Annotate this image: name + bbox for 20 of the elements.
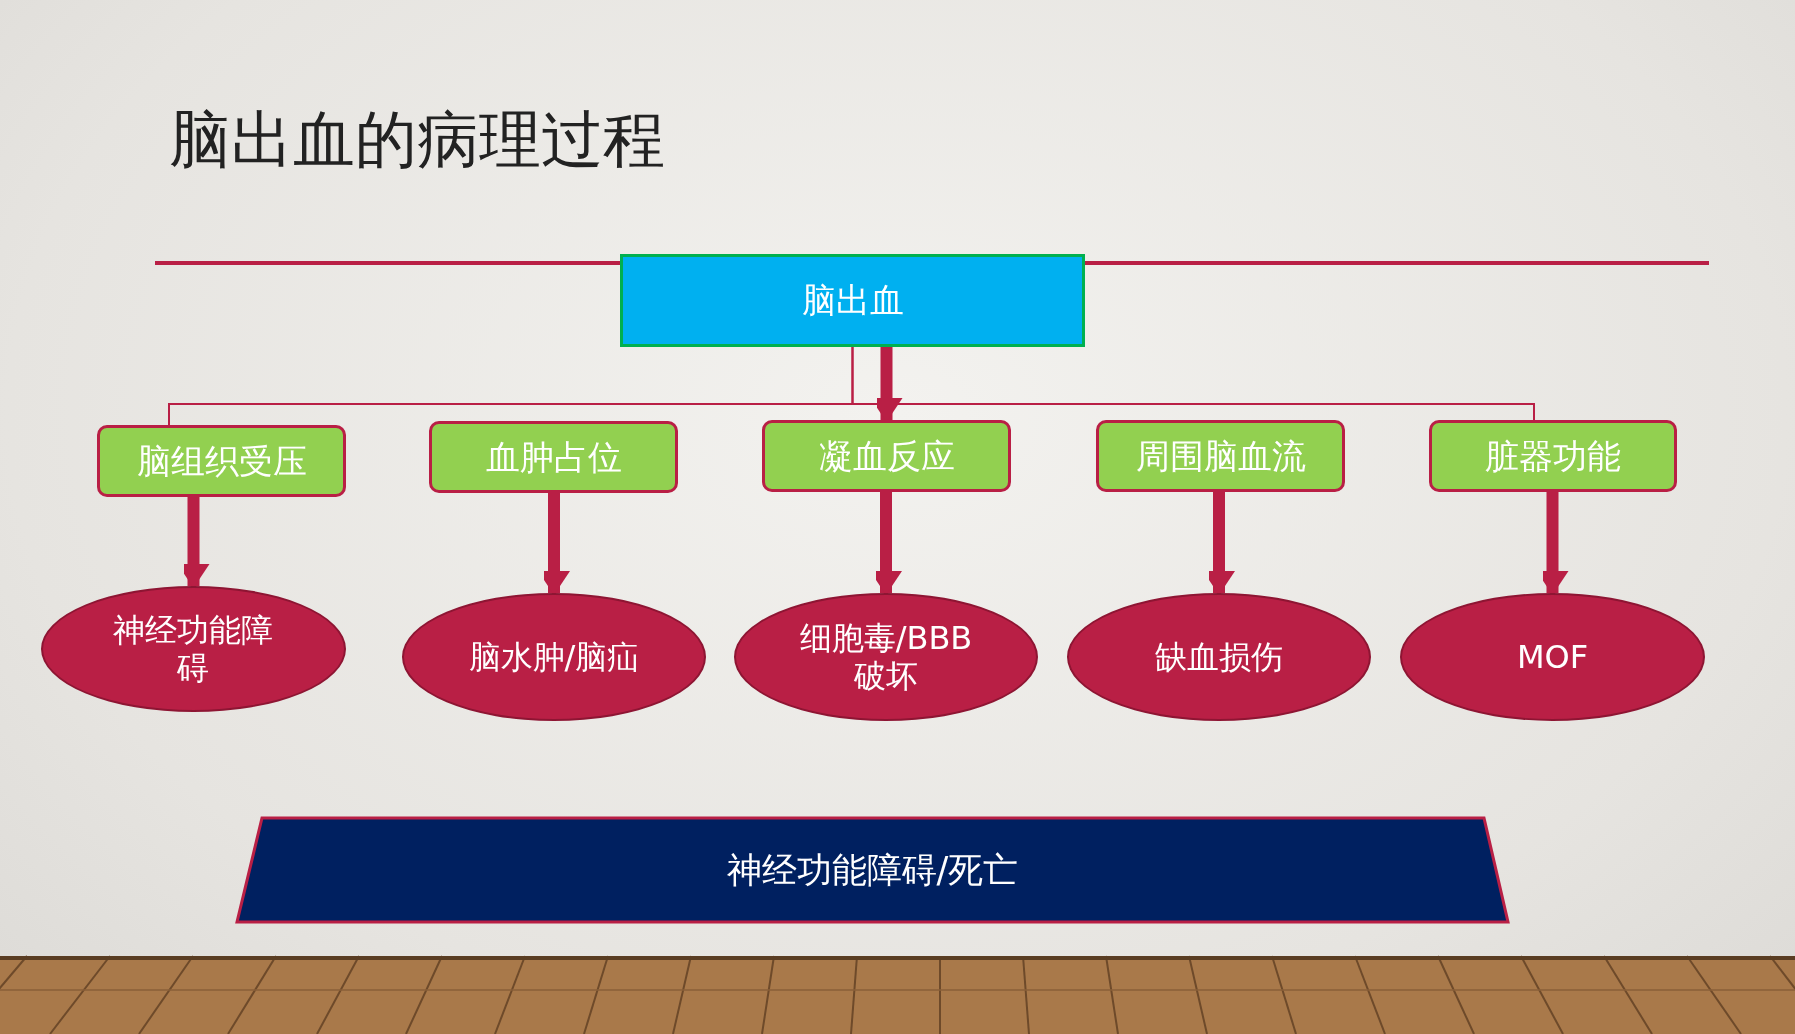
process-box xyxy=(97,425,346,497)
node-label: 脏器功能 xyxy=(1485,435,1621,477)
process-box xyxy=(620,254,1085,347)
process-box xyxy=(762,420,1011,492)
node-label: MOF xyxy=(1516,637,1589,677)
node-label: 神经功能障碍/死亡 xyxy=(726,849,1019,891)
node-label: 神经功能障碍 xyxy=(112,610,275,688)
node-label: 凝血反应 xyxy=(818,435,955,477)
node-label: 脑水肿/脑疝 xyxy=(468,637,640,677)
node-label: 缺血损伤 xyxy=(1155,637,1283,677)
slide-title: 脑出血的病理过程 xyxy=(169,102,665,178)
connector-line xyxy=(851,346,1535,421)
node-label: 细胞毒/BBB破坏 xyxy=(799,618,973,696)
node-label: 血肿占位 xyxy=(485,436,622,478)
node-label: 周围脑血流 xyxy=(1135,435,1306,477)
process-box xyxy=(1429,420,1677,492)
node-label: 脑出血 xyxy=(801,280,904,321)
process-box xyxy=(429,421,678,493)
node-label: 脑组织受压 xyxy=(136,440,307,482)
process-box xyxy=(1096,420,1345,492)
